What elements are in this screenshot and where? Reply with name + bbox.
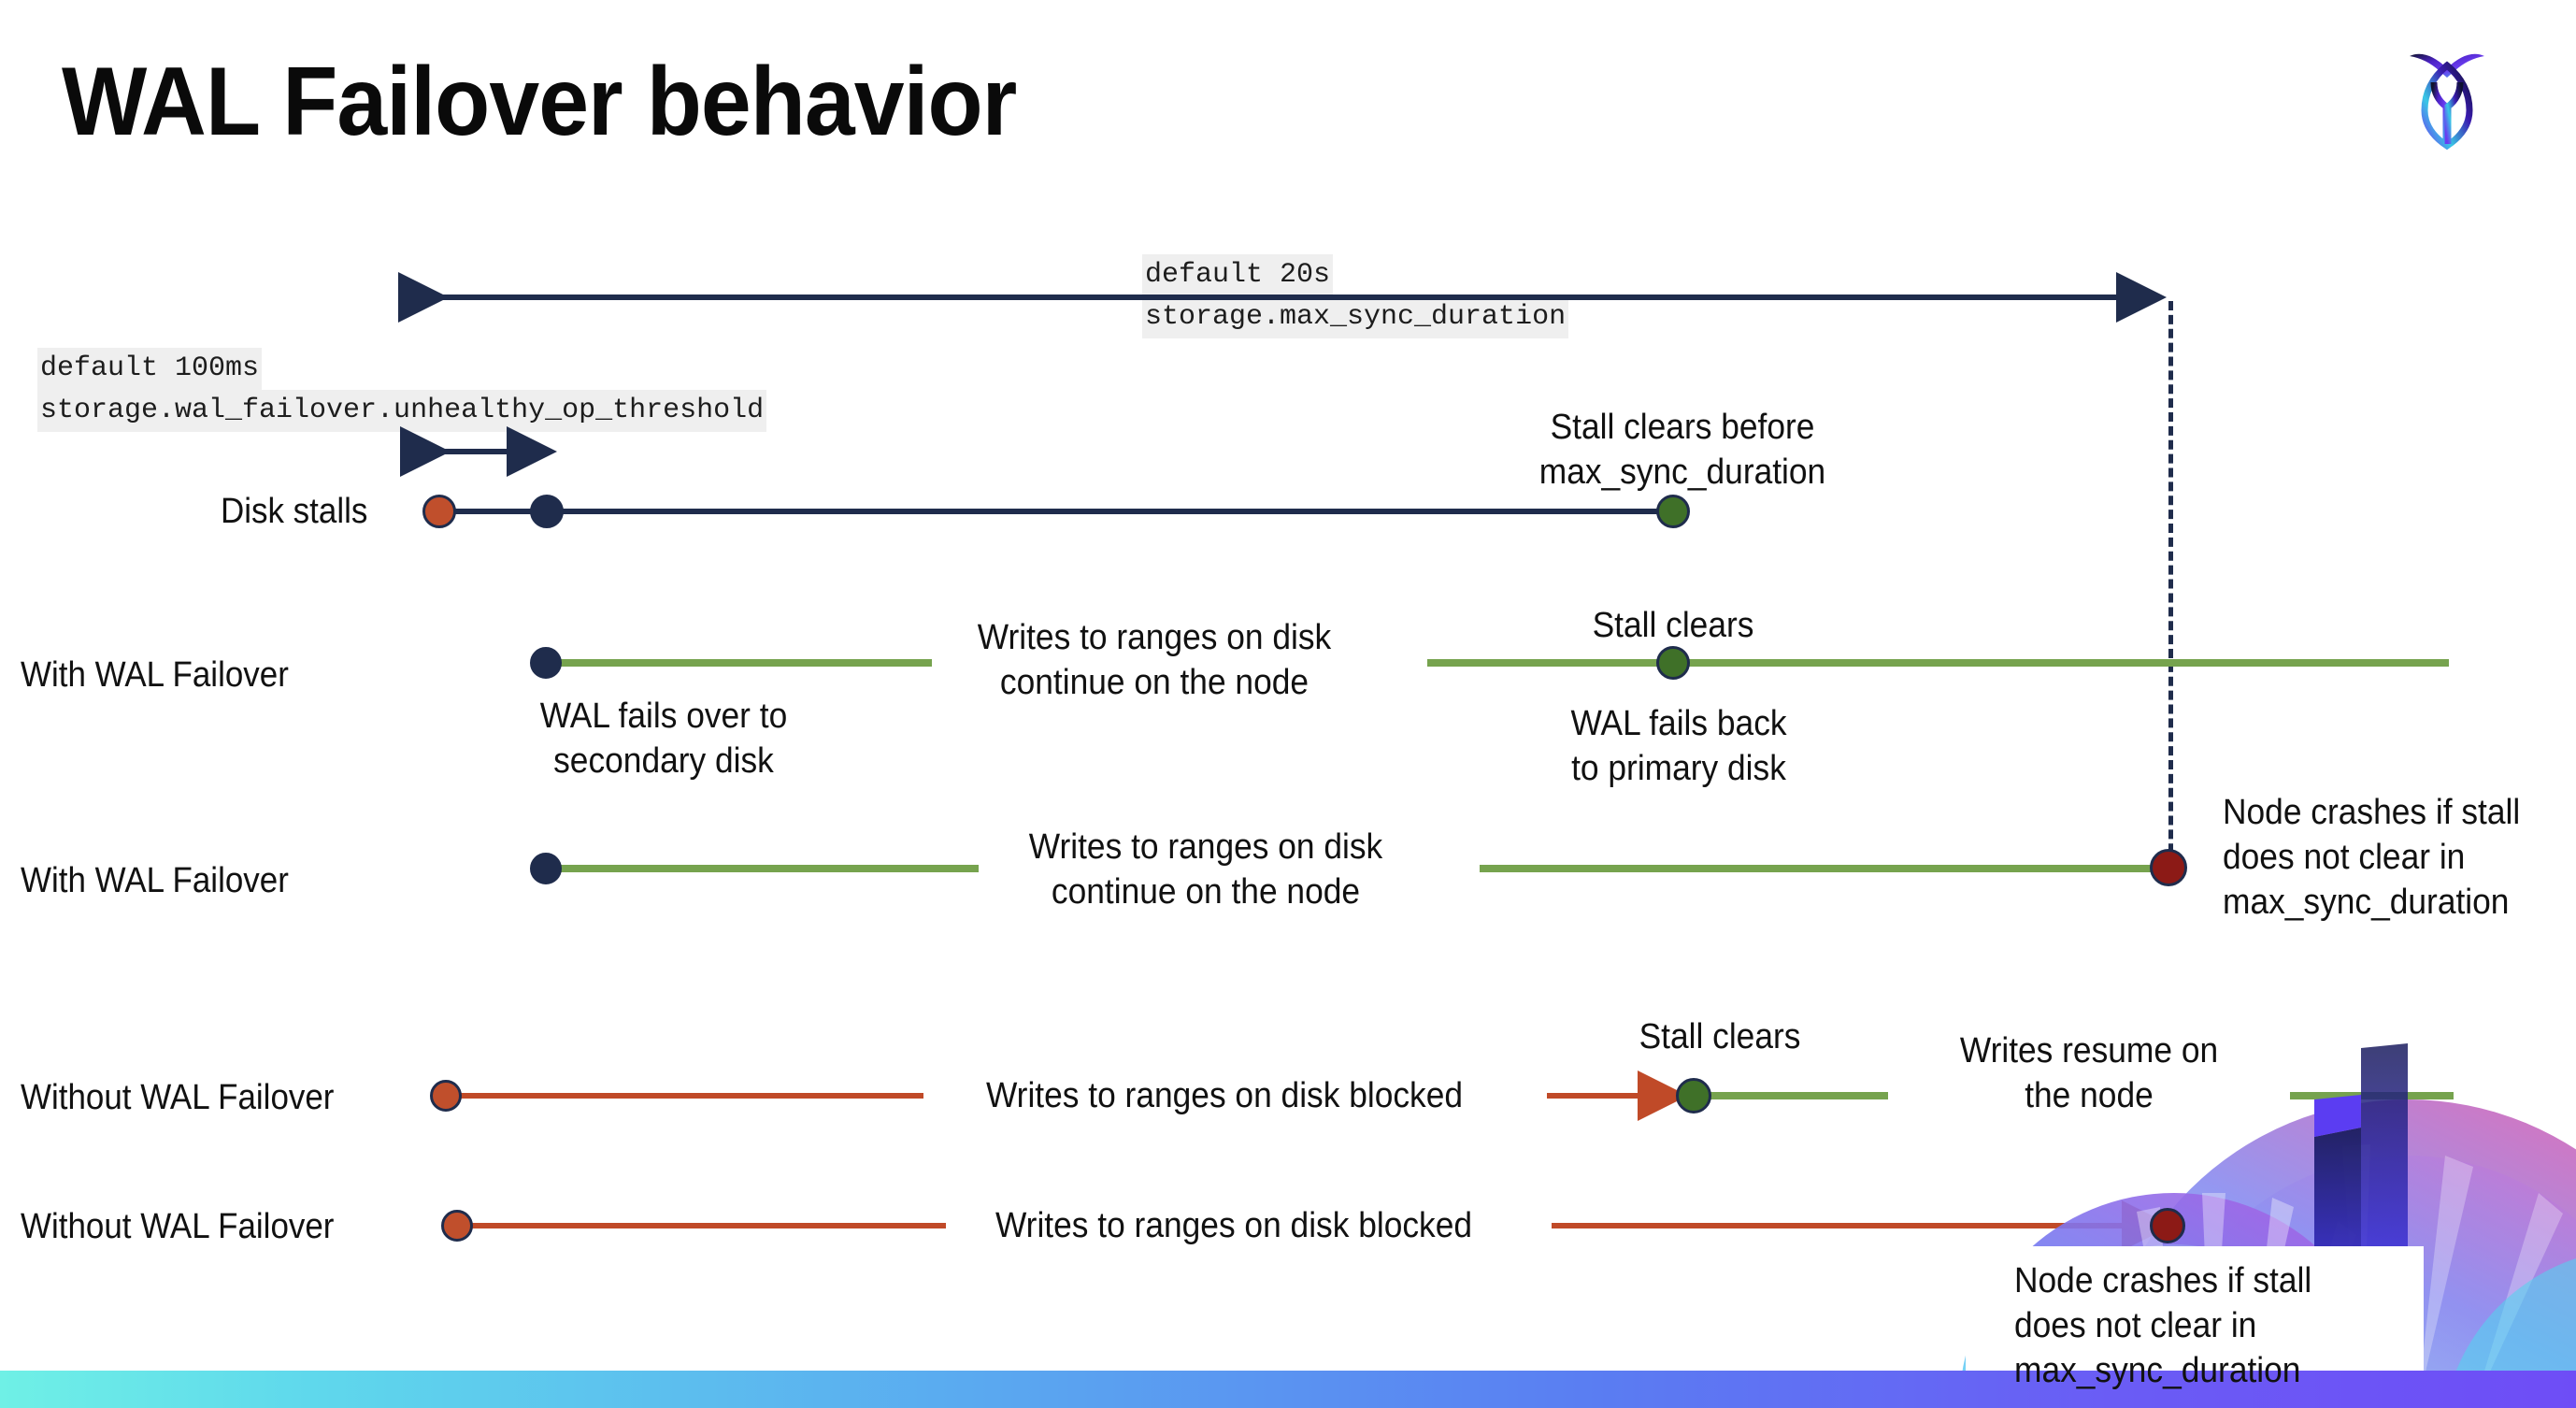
code-label-max-sync-line1: default 20s bbox=[1142, 254, 1334, 296]
code-label-unhealthy-line2: storage.wal_failover.unhealthy_op_thresh… bbox=[37, 390, 767, 432]
annotation-writes-blocked-2: Writes to ranges on disk blocked bbox=[995, 1206, 1473, 1245]
row-label-without-wal-failover-1: Without WAL Failover bbox=[21, 1078, 335, 1117]
without-failover-1-track-blocked bbox=[447, 1093, 923, 1099]
annotation-node-crashes-1: Node crashes if stall does not clear in … bbox=[2223, 793, 2521, 922]
without-failover-2-crash-marker bbox=[2150, 1208, 2185, 1243]
page-title: WAL Failover behavior bbox=[62, 48, 1017, 156]
row-label-without-wal-failover-2: Without WAL Failover bbox=[21, 1207, 335, 1246]
row-label-disk-stalls: Disk stalls bbox=[221, 492, 368, 531]
annotation-writes-resume: Writes resume on the node bbox=[1959, 1031, 2219, 1115]
code-label-max-sync-line2: storage.max_sync_duration bbox=[1142, 296, 1569, 338]
annotation-node-crashes-2: Node crashes if stall does not clear in … bbox=[2014, 1261, 2312, 1390]
wal-failover-1-clear-marker bbox=[1656, 646, 1690, 680]
annotation-writes-blocked-1: Writes to ranges on disk blocked bbox=[985, 1076, 1464, 1115]
without-failover-1-clear-marker bbox=[1676, 1078, 1711, 1113]
without-failover-2-start-marker bbox=[441, 1210, 473, 1242]
wal-failover-1-track-left bbox=[544, 659, 932, 667]
code-label-unhealthy-op-threshold: default 100ms storage.wal_failover.unhea… bbox=[37, 348, 767, 432]
without-failover-1-track-resumed bbox=[1682, 1092, 1888, 1099]
annotation-writes-continue-2: Writes to ranges on disk continue on the… bbox=[1028, 827, 1383, 912]
code-label-max-sync-duration: default 20s storage.max_sync_duration bbox=[1142, 254, 1569, 338]
wal-failover-2-crash-marker bbox=[2150, 849, 2187, 886]
disk-stalls-clear-marker bbox=[1656, 495, 1690, 528]
disk-stalls-start-marker bbox=[422, 495, 456, 528]
wal-failover-2-track-right bbox=[1480, 865, 2171, 872]
wal-failover-2-failover-marker bbox=[530, 853, 562, 884]
cockroachdb-logo-icon bbox=[2382, 28, 2512, 159]
without-failover-2-track-blocked bbox=[460, 1223, 946, 1228]
bottom-gradient-bar bbox=[0, 1371, 2576, 1408]
without-failover-1-start-marker bbox=[430, 1080, 462, 1112]
code-label-unhealthy-line1: default 100ms bbox=[37, 348, 263, 390]
annotation-stall-clears-1: Stall clears bbox=[1592, 606, 1754, 645]
annotation-stall-clears-2: Stall clears bbox=[1639, 1017, 1801, 1056]
row-label-with-wal-failover-1: With WAL Failover bbox=[21, 655, 289, 695]
disk-stalls-failover-marker bbox=[530, 495, 564, 528]
annotation-writes-continue-1: Writes to ranges on disk continue on the… bbox=[977, 618, 1332, 702]
annotation-wal-fails-back: WAL fails back to primary disk bbox=[1570, 704, 1787, 788]
annotation-stall-clears-before: Stall clears before max_sync_duration bbox=[1538, 408, 1826, 492]
disk-stalls-track bbox=[439, 509, 1673, 514]
max-sync-duration-dropline bbox=[2168, 301, 2173, 881]
wal-failover-2-track-left bbox=[544, 865, 979, 872]
wal-failover-1-failover-marker bbox=[530, 647, 562, 679]
wal-failover-1-track-right bbox=[1427, 659, 2449, 667]
row-label-with-wal-failover-2: With WAL Failover bbox=[21, 861, 289, 900]
annotation-wal-fails-over: WAL fails over to secondary disk bbox=[539, 697, 788, 781]
